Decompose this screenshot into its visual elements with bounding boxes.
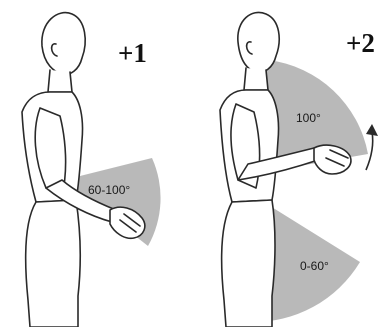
panel-right: +2 100° 0-60° xyxy=(220,12,378,327)
left-hips-legs xyxy=(26,200,81,327)
left-score: +1 xyxy=(118,38,147,68)
right-hips-legs xyxy=(222,200,275,327)
panel-left: +1 60-100° xyxy=(22,13,161,327)
left-neck xyxy=(48,70,72,92)
right-neck xyxy=(244,68,268,90)
right-upper-angle-label: 100° xyxy=(296,111,321,125)
left-angle-label: 60-100° xyxy=(88,183,130,197)
left-head xyxy=(42,13,85,75)
right-head xyxy=(238,12,279,72)
right-lower-angle-label: 0-60° xyxy=(300,259,329,273)
raise-arrow-head xyxy=(366,124,378,136)
right-score: +2 xyxy=(346,28,375,58)
